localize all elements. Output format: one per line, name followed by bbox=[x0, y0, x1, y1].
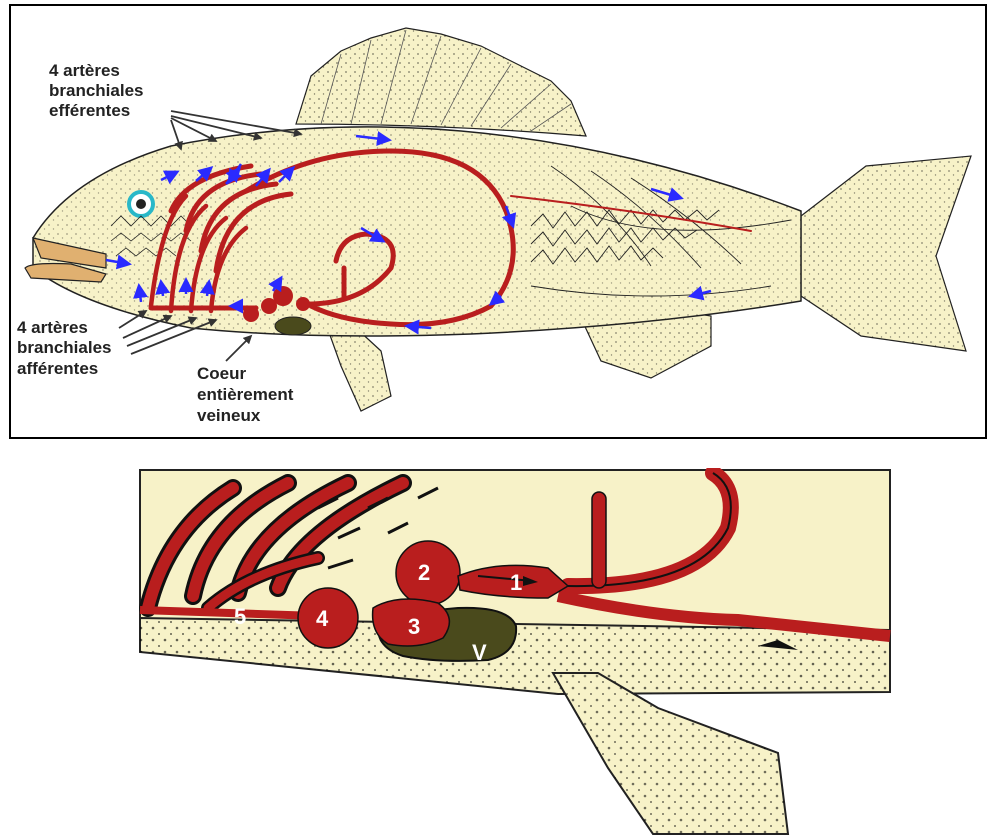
label-afferent-line-3: afférentes bbox=[17, 359, 98, 378]
label-efferent: 4 artères branchiales efférentes bbox=[49, 61, 144, 120]
eye-pupil bbox=[136, 199, 146, 209]
fish-illustration: 4 artères branchiales efférentes 4 artèr… bbox=[11, 6, 985, 437]
marker-1: 1 bbox=[510, 570, 522, 595]
heart-detail-zoom: 1 2 3 4 5 V bbox=[138, 468, 892, 836]
label-afferent-line-2: branchiales bbox=[17, 338, 112, 357]
label-heart-line-2: entièrement bbox=[197, 385, 294, 404]
marker-2: 2 bbox=[418, 560, 430, 585]
heart-leader-line bbox=[226, 336, 251, 361]
zoom-vessel-stub bbox=[592, 492, 606, 588]
label-efferent-line-3: efférentes bbox=[49, 101, 130, 120]
label-heart-line-3: veineux bbox=[197, 406, 261, 425]
label-afferent: 4 artères branchiales afférentes bbox=[17, 318, 112, 378]
marker-3: 3 bbox=[408, 614, 420, 639]
marker-v: V bbox=[472, 640, 487, 665]
label-efferent-line-1: 4 artères bbox=[49, 61, 120, 80]
label-heart-line-1: Coeur bbox=[197, 364, 247, 383]
marker-4: 4 bbox=[316, 606, 329, 631]
heart-detail-illustration: 1 2 3 4 5 V bbox=[138, 468, 892, 836]
fish-circulation-diagram: 4 artères branchiales efférentes 4 artèr… bbox=[9, 4, 987, 439]
marker-5: 5 bbox=[234, 604, 246, 629]
label-efferent-line-2: branchiales bbox=[49, 81, 144, 100]
label-afferent-line-1: 4 artères bbox=[17, 318, 88, 337]
label-heart: Coeur entièrement veineux bbox=[197, 364, 294, 425]
